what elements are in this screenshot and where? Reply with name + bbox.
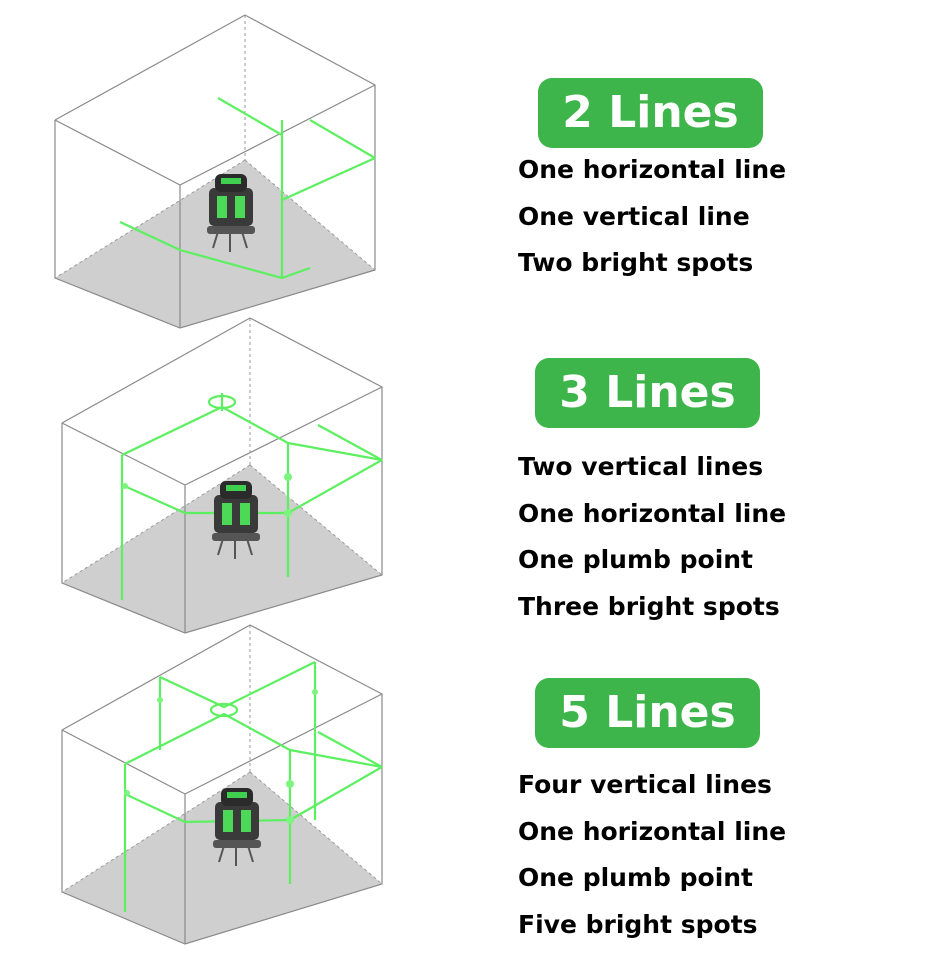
section-title-badge: 3 Lines — [535, 358, 760, 428]
feature-item: One vertical line — [518, 202, 786, 249]
feature-item: Two vertical lines — [518, 452, 786, 499]
feature-list: Two vertical lines One horizontal line O… — [518, 452, 786, 638]
feature-item: Two bright spots — [518, 248, 786, 295]
room-diagram-5-lines — [0, 622, 470, 942]
room-diagram-3-lines — [0, 315, 470, 635]
feature-list: Four vertical lines One horizontal line … — [518, 770, 786, 956]
feature-item: Five bright spots — [518, 910, 786, 956]
feature-item: Three bright spots — [518, 592, 786, 639]
feature-list: One horizontal line One vertical line Tw… — [518, 155, 786, 295]
section-title-badge: 2 Lines — [538, 78, 763, 148]
feature-item: One horizontal line — [518, 499, 786, 546]
section-title-badge: 5 Lines — [535, 678, 760, 748]
room-diagram-2-lines — [0, 10, 470, 330]
feature-item: One horizontal line — [518, 155, 786, 202]
feature-item: One plumb point — [518, 545, 786, 592]
feature-item: One horizontal line — [518, 817, 786, 864]
feature-item: One plumb point — [518, 863, 786, 910]
feature-item: Four vertical lines — [518, 770, 786, 817]
